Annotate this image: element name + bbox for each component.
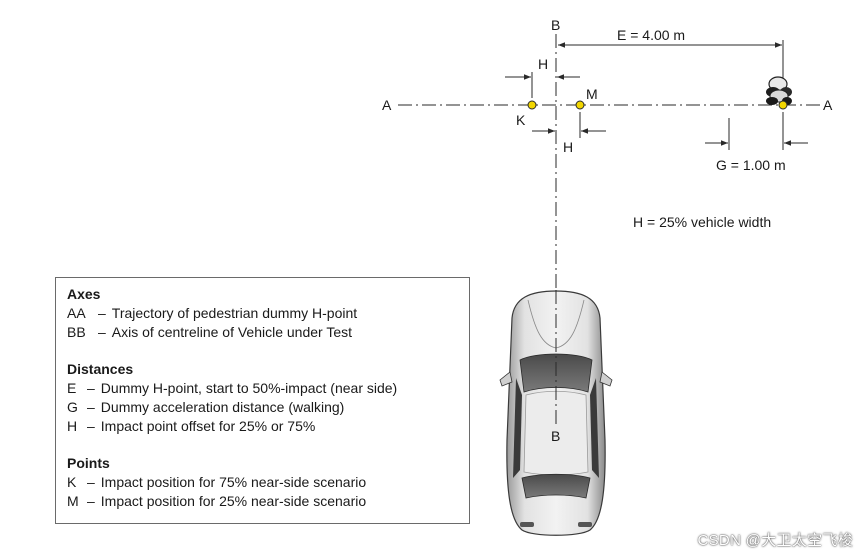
label-b-bottom: B xyxy=(551,428,561,444)
legend-dash: – xyxy=(87,493,95,509)
legend-row: AA – Trajectory of pedestrian dummy H-po… xyxy=(67,304,469,323)
label-g-dimension: G = 1.00 m xyxy=(716,157,786,173)
legend-text: Axis of centreline of Vehicle under Test xyxy=(111,324,353,340)
label-a-left: A xyxy=(382,97,392,113)
legend-key: BB xyxy=(67,324,86,340)
label-e-dimension: E = 4.00 m xyxy=(617,27,686,43)
legend-key: K xyxy=(67,474,77,490)
label-a-right: A xyxy=(823,97,833,113)
legend-key: M xyxy=(67,493,79,509)
label-m: M xyxy=(586,86,598,102)
watermark: CSDN @大卫太空飞梭 xyxy=(697,532,853,549)
legend-row: G – Dummy acceleration distance (walking… xyxy=(67,398,469,417)
legend-dash: – xyxy=(87,380,95,396)
legend-dash: – xyxy=(87,399,95,415)
label-h-bottom: H xyxy=(563,139,574,155)
label-k: K xyxy=(516,112,526,128)
legend-row: BB – Axis of centreline of Vehicle under… xyxy=(67,323,469,342)
legend-key: AA xyxy=(67,305,86,321)
legend-text: Impact point offset for 25% or 75% xyxy=(100,418,316,434)
legend-dash: – xyxy=(87,418,95,434)
point-m xyxy=(575,100,585,110)
legend-box: Axes AA – Trajectory of pedestrian dummy… xyxy=(55,277,470,524)
legend-dash: – xyxy=(87,474,95,490)
pedestrian-dummy-icon xyxy=(766,76,792,110)
legend-points-title: Points xyxy=(67,455,110,471)
label-h-note: H = 25% vehicle width xyxy=(633,214,772,230)
legend-key: E xyxy=(67,380,77,396)
legend-row: M – Impact position for 25% near-side sc… xyxy=(67,492,469,511)
legend-text: Dummy acceleration distance (walking) xyxy=(100,399,345,415)
legend-text: Impact position for 25% near-side scenar… xyxy=(100,493,367,509)
point-k xyxy=(527,100,537,110)
legend-row: K – Impact position for 75% near-side sc… xyxy=(67,473,469,492)
legend-key: H xyxy=(67,418,78,434)
legend-dash: – xyxy=(98,305,106,321)
legend-text: Trajectory of pedestrian dummy H-point xyxy=(111,305,358,321)
legend-distances-title: Distances xyxy=(67,361,134,377)
legend-row: E – Dummy H-point, start to 50%-impact (… xyxy=(67,379,469,398)
label-b-top: B xyxy=(551,17,561,33)
legend-text: Impact position for 75% near-side scenar… xyxy=(100,474,367,490)
label-h-top: H xyxy=(538,56,549,72)
legend-text: Dummy H-point, start to 50%-impact (near… xyxy=(100,380,398,396)
legend-axes-title: Axes xyxy=(67,286,101,302)
legend-row: H – Impact point offset for 25% or 75% xyxy=(67,417,469,436)
legend-key: G xyxy=(67,399,78,415)
legend-dash: – xyxy=(98,324,106,340)
